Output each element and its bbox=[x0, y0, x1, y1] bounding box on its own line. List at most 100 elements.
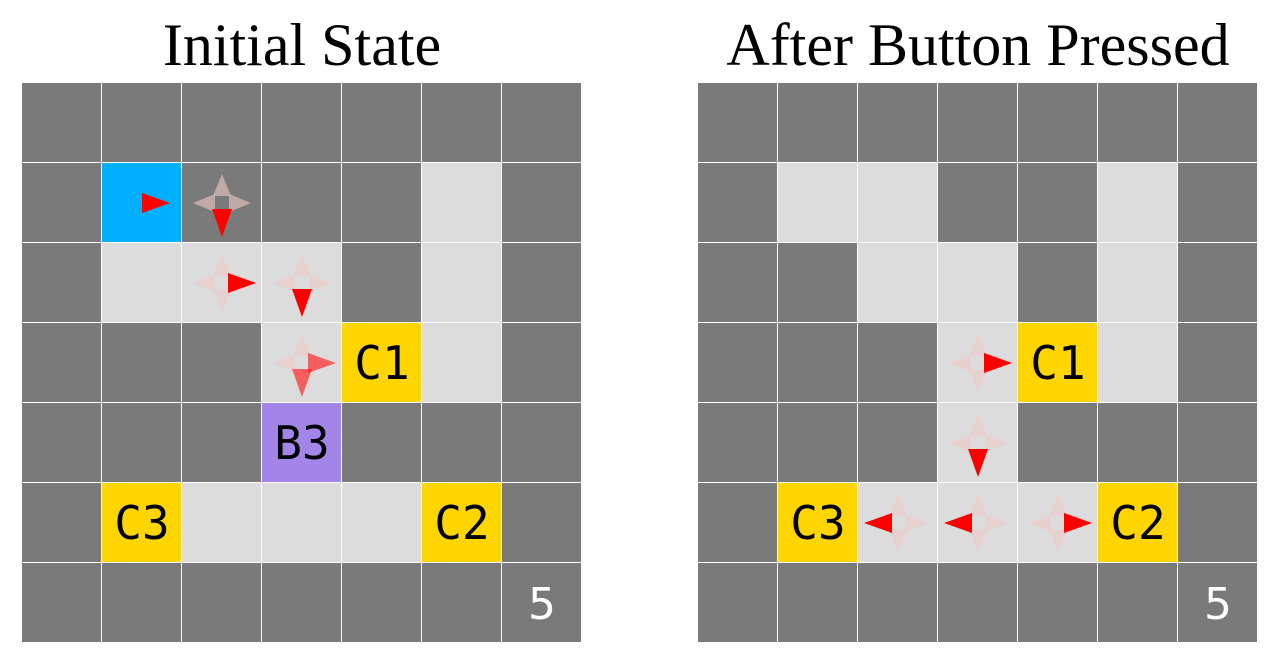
arrow-s-icon bbox=[292, 369, 312, 397]
tile-c1 bbox=[342, 323, 421, 402]
wall-cell bbox=[182, 563, 261, 642]
wall-cell bbox=[342, 403, 421, 482]
tile-label: C1 bbox=[354, 336, 409, 390]
wall-cell bbox=[502, 243, 581, 322]
wall-cell bbox=[1178, 163, 1257, 242]
floor-cell bbox=[1098, 323, 1177, 402]
panel-title: Initial State bbox=[162, 12, 442, 78]
ghost-arrow-icon bbox=[889, 494, 907, 516]
wall-cell bbox=[698, 163, 777, 242]
tile-label: C3 bbox=[114, 496, 169, 550]
wall-cell bbox=[22, 83, 101, 162]
floor-cell bbox=[422, 163, 501, 242]
wall-cell bbox=[1018, 563, 1097, 642]
wall-cell bbox=[1018, 83, 1097, 162]
wall-cell bbox=[422, 563, 501, 642]
wall-cell bbox=[422, 403, 501, 482]
wall-cell bbox=[1178, 323, 1257, 402]
ghost-arrow-icon bbox=[969, 494, 987, 516]
wall-cell bbox=[1098, 83, 1177, 162]
ghost-arrow-icon bbox=[969, 414, 987, 436]
wall-cell bbox=[698, 243, 777, 322]
floor-cell bbox=[1098, 163, 1177, 242]
arrow-e-icon bbox=[228, 273, 256, 293]
ghost-arrow-icon bbox=[273, 274, 295, 292]
ghost-arrow-icon bbox=[229, 194, 251, 212]
wall-cell bbox=[778, 83, 857, 162]
floor-cell bbox=[182, 483, 261, 562]
tile-label: C3 bbox=[790, 496, 845, 550]
tile-label: C2 bbox=[434, 496, 489, 550]
wall-cell bbox=[22, 163, 101, 242]
ghost-arrow-icon bbox=[985, 434, 1007, 452]
wall-cell bbox=[778, 563, 857, 642]
wall-cell bbox=[22, 403, 101, 482]
tile-c3 bbox=[102, 483, 181, 562]
player-cell bbox=[102, 163, 181, 242]
wall-cell bbox=[22, 323, 101, 402]
wall-cell bbox=[22, 483, 101, 562]
wall-cell bbox=[698, 563, 777, 642]
wall-cell bbox=[502, 483, 581, 562]
wall-cell bbox=[342, 163, 421, 242]
ghost-arrow-icon bbox=[969, 530, 987, 552]
wall-cell bbox=[1018, 403, 1097, 482]
wall-cell bbox=[698, 323, 777, 402]
wall-cell bbox=[698, 83, 777, 162]
wall-cell bbox=[502, 563, 581, 642]
wall-cell bbox=[698, 403, 777, 482]
wall-cell bbox=[1098, 563, 1177, 642]
floor-cell bbox=[342, 483, 421, 562]
tile-c2 bbox=[1098, 483, 1177, 562]
floor-cell bbox=[1098, 243, 1177, 322]
floor-cell bbox=[102, 243, 181, 322]
wall-cell bbox=[102, 83, 181, 162]
panel-title: After Button Pressed bbox=[726, 12, 1230, 78]
wall-cell bbox=[262, 83, 341, 162]
ghost-arrow-icon bbox=[949, 354, 971, 372]
tile-label: C2 bbox=[1110, 496, 1165, 550]
wall-cell bbox=[502, 403, 581, 482]
step-counter: 5 bbox=[1204, 579, 1232, 630]
floor-cell bbox=[938, 243, 1017, 322]
wall-cell bbox=[938, 83, 1017, 162]
wall-cell bbox=[1018, 243, 1097, 322]
wall-cell bbox=[1178, 483, 1257, 562]
wall-cell bbox=[102, 403, 181, 482]
wall-cell bbox=[778, 243, 857, 322]
arrow-w-icon bbox=[944, 513, 972, 533]
arrow-w-icon bbox=[864, 513, 892, 533]
arrow-e-icon bbox=[984, 353, 1012, 373]
wall-cell bbox=[342, 563, 421, 642]
ghost-arrow-icon bbox=[889, 530, 907, 552]
wall-cell bbox=[422, 83, 501, 162]
wall-cell bbox=[502, 83, 581, 162]
wall-cell bbox=[778, 323, 857, 402]
ghost-arrow-icon bbox=[1049, 494, 1067, 516]
arrow-e-icon bbox=[142, 193, 170, 213]
wall-cell bbox=[342, 83, 421, 162]
wall-cell bbox=[342, 243, 421, 322]
ghost-arrow-icon bbox=[213, 254, 231, 276]
arrow-s-icon bbox=[292, 289, 312, 317]
tile-label: C1 bbox=[1030, 336, 1085, 390]
tile-label: B3 bbox=[274, 416, 329, 470]
wall-cell bbox=[182, 323, 261, 402]
wall-cell bbox=[1098, 403, 1177, 482]
wall-cell bbox=[938, 163, 1017, 242]
arrow-e-icon bbox=[308, 353, 336, 373]
wall-cell bbox=[938, 563, 1017, 642]
wall-cell bbox=[182, 403, 261, 482]
step-counter: 5 bbox=[528, 579, 556, 630]
ghost-arrow-icon bbox=[193, 274, 215, 292]
arrow-s-icon bbox=[968, 449, 988, 477]
ghost-arrow-icon bbox=[985, 514, 1007, 532]
wall-cell bbox=[1178, 83, 1257, 162]
wall-cell bbox=[1178, 243, 1257, 322]
wall-cell bbox=[262, 563, 341, 642]
wall-cell bbox=[22, 243, 101, 322]
tile-b3 bbox=[262, 403, 341, 482]
ghost-arrow-icon bbox=[293, 334, 311, 356]
wall-cell bbox=[778, 403, 857, 482]
